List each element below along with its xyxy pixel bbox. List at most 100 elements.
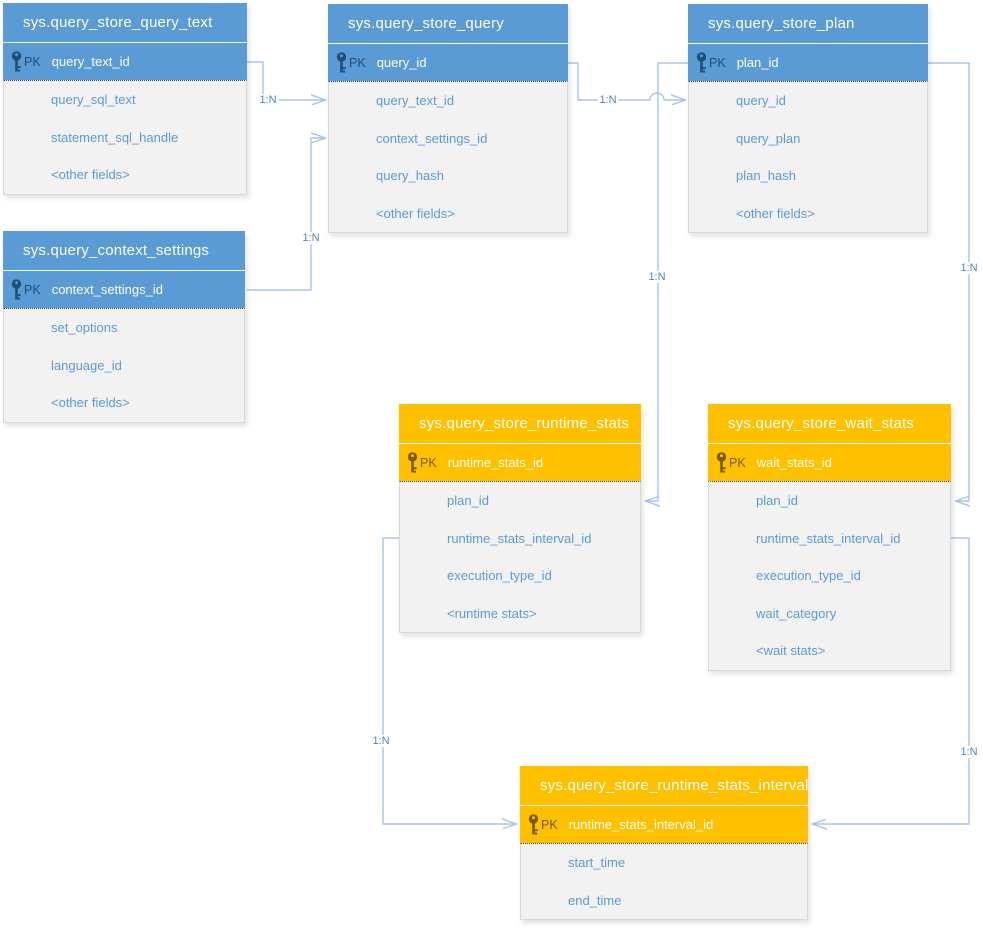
entity-title: sys.query_context_settings [3, 231, 245, 271]
key-icon [528, 813, 539, 835]
field-list: start_time end_time [520, 843, 808, 920]
pk-row: PK plan_id [688, 44, 928, 81]
entity-query-store-plan: sys.query_store_plan PK plan_id query_id… [688, 4, 928, 233]
field-row: plan_hash [689, 157, 927, 195]
field-row: end_time [521, 882, 807, 920]
pk-field-name: context_settings_id [51, 282, 163, 297]
pk-tag: PK [420, 455, 437, 470]
field-row: runtime_stats_interval_id [709, 520, 950, 558]
pk-tag: PK [729, 455, 746, 470]
field-list: query_id query_plan plan_hash <other fie… [688, 81, 928, 233]
field-row: <other fields> [689, 195, 927, 233]
field-name: query_hash [376, 168, 444, 184]
field-row: query_id [689, 82, 927, 120]
relation-waitstats-to-interval [811, 537, 970, 831]
field-name: query_text_id [376, 93, 455, 109]
field-list: plan_id runtime_stats_interval_id execut… [708, 481, 951, 671]
field-row: execution_type_id [709, 557, 950, 595]
entity-title: sys.query_store_runtime_stats [399, 404, 641, 444]
entity-title: sys.query_store_runtime_stats_interval [520, 766, 808, 806]
field-name: query_plan [736, 130, 801, 146]
field-row: <wait stats> [709, 632, 950, 670]
field-name: start_time [568, 855, 626, 871]
field-name: language_id [51, 357, 122, 373]
entity-title: sys.query_store_query_text [3, 3, 247, 43]
field-name: <wait stats> [756, 643, 826, 659]
pk-field-name: wait_stats_id [756, 455, 832, 470]
key-icon [696, 51, 707, 73]
pk-tag: PK [709, 55, 726, 70]
relation-contextsettings-to-query [247, 131, 327, 291]
key-icon [11, 278, 22, 300]
field-row: <runtime stats> [400, 595, 640, 633]
field-row: plan_id [400, 482, 640, 520]
field-row: plan_id [709, 482, 950, 520]
field-name: set_options [51, 320, 118, 336]
entity-query-store-runtime-stats-interval: sys.query_store_runtime_stats_interval P… [520, 766, 808, 920]
field-list: plan_id runtime_stats_interval_id execut… [399, 481, 641, 633]
entity-query-store-query: sys.query_store_query PK query_id query_… [328, 4, 568, 233]
entity-query-context-settings: sys.query_context_settings PK context_se… [3, 231, 245, 423]
field-name: query_id [736, 93, 786, 109]
field-name: statement_sql_handle [51, 129, 179, 145]
field-name: end_time [568, 892, 622, 908]
field-row: query_plan [689, 120, 927, 158]
field-row: context_settings_id [329, 120, 567, 158]
field-name: plan_hash [736, 168, 796, 184]
entity-query-store-runtime-stats: sys.query_store_runtime_stats PK runtime… [399, 404, 641, 633]
field-row: start_time [521, 844, 807, 882]
entity-title: sys.query_store_wait_stats [708, 404, 951, 444]
field-name: plan_id [447, 493, 489, 509]
key-icon [11, 50, 22, 72]
field-list: query_text_id context_settings_id query_… [328, 81, 568, 233]
field-row: <other fields> [329, 195, 567, 233]
pk-tag: PK [541, 817, 558, 832]
relation-runtimestats-to-interval [382, 537, 518, 830]
entity-title: sys.query_store_query [328, 4, 568, 44]
field-list: query_sql_text statement_sql_handle <oth… [3, 80, 247, 195]
field-row: set_options [4, 309, 244, 347]
field-name: runtime_stats_interval_id [447, 530, 592, 546]
field-row: query_hash [329, 157, 567, 195]
field-row: wait_category [709, 595, 950, 633]
pk-tag: PK [24, 54, 41, 69]
field-name: <other fields> [736, 205, 815, 221]
pk-row: PK runtime_stats_interval_id [520, 806, 808, 843]
field-name: query_sql_text [51, 92, 136, 108]
pk-field-name: query_text_id [51, 54, 130, 69]
pk-row: PK runtime_stats_id [399, 444, 641, 481]
field-name: runtime_stats_interval_id [756, 530, 901, 546]
cardinality-label: 1:N [646, 271, 668, 283]
cardinality-label: 1:N [300, 232, 322, 244]
key-icon [336, 51, 347, 73]
pk-row: PK context_settings_id [3, 271, 245, 308]
pk-row: PK query_id [328, 44, 568, 81]
field-row: statement_sql_handle [4, 119, 246, 157]
pk-tag: PK [349, 55, 366, 70]
relation-query-to-plan [568, 62, 687, 106]
entity-title: sys.query_store_plan [688, 4, 928, 44]
key-icon [716, 451, 727, 473]
pk-tag: PK [24, 282, 41, 297]
cardinality-label: 1:N [597, 94, 619, 106]
cardinality-label: 1:N [257, 94, 279, 106]
pk-field-name: runtime_stats_interval_id [568, 817, 714, 832]
entity-query-store-wait-stats: sys.query_store_wait_stats PK wait_stats… [708, 404, 951, 671]
pk-row: PK wait_stats_id [708, 444, 951, 481]
field-name: <other fields> [51, 395, 130, 411]
relation-querytext-to-query [247, 61, 327, 106]
field-name: execution_type_id [447, 568, 552, 584]
field-row: execution_type_id [400, 557, 640, 595]
field-row: query_sql_text [4, 81, 246, 119]
pk-field-name: query_id [376, 55, 427, 70]
cardinality-label: 1:N [958, 262, 980, 274]
pk-row: PK query_text_id [3, 43, 247, 80]
field-name: context_settings_id [376, 130, 488, 146]
field-name: <other fields> [376, 205, 455, 221]
field-name: wait_category [756, 605, 837, 621]
relation-plan-to-waitstats [928, 62, 971, 508]
key-icon [407, 451, 418, 473]
field-name: <runtime stats> [447, 605, 537, 621]
